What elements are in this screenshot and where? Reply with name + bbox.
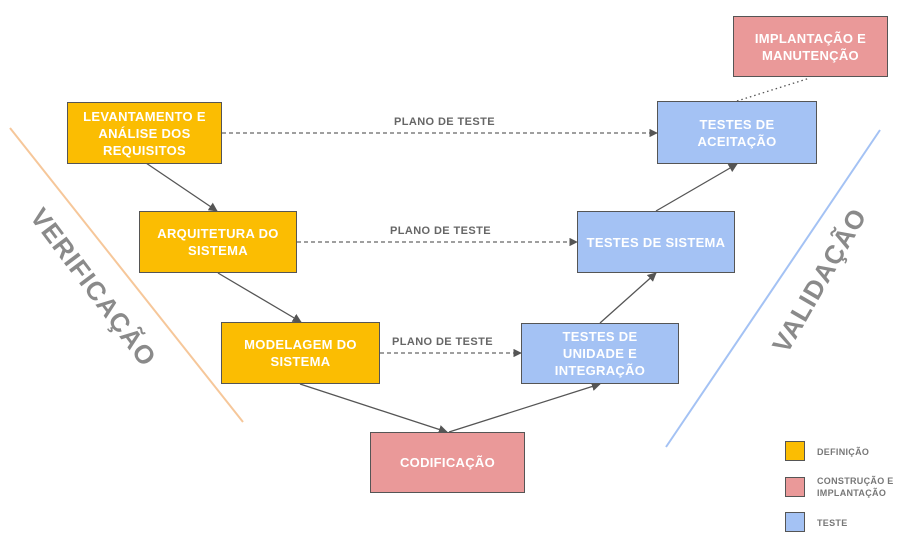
validation-line xyxy=(665,129,881,448)
box-modeling: MODELAGEM DO SISTEMA xyxy=(221,322,380,384)
box-unit-integration: TESTES DE UNIDADE E INTEGRAÇÃO xyxy=(521,323,679,384)
test-plan-label-3: PLANO DE TESTE xyxy=(392,336,493,348)
arrow-architecture-to-modeling xyxy=(217,272,302,323)
box-architecture: ARQUITETURA DO SISTEMA xyxy=(139,211,297,273)
legend-swatch-test xyxy=(785,512,805,532)
box-deployment: IMPLANTAÇÃO E MANUTENÇÃO xyxy=(733,16,888,77)
legend-swatch-definition xyxy=(785,441,805,461)
test-plan-label-2: PLANO DE TESTE xyxy=(390,225,491,237)
legend-label-test: TESTE xyxy=(817,518,848,528)
test-plan-label-1: PLANO DE TESTE xyxy=(394,116,495,128)
verification-line xyxy=(9,127,244,423)
legend-label-construction: CONSTRUÇÃO E IMPLANTAÇÃO xyxy=(817,476,894,498)
arrow-system-to-acceptance xyxy=(655,163,738,212)
box-coding: CODIFICAÇÃO xyxy=(370,432,525,493)
box-acceptance-tests: TESTES DE ACEITAÇÃO xyxy=(657,101,817,164)
box-requirements: LEVANTAMENTO E ANÁLISE DOS REQUISITOS xyxy=(67,102,222,164)
dotted-acceptance-to-deployment xyxy=(736,77,811,102)
arrow-unit-to-system xyxy=(599,272,657,324)
arrow-requirements-to-architecture xyxy=(145,162,218,212)
legend-label-definition: DEFINIÇÃO xyxy=(817,447,870,457)
arrow-modeling-to-coding xyxy=(299,383,448,434)
legend-swatch-construction xyxy=(785,477,805,497)
box-system-tests: TESTES DE SISTEMA xyxy=(577,211,735,273)
arrow-coding-to-unit xyxy=(448,382,601,433)
